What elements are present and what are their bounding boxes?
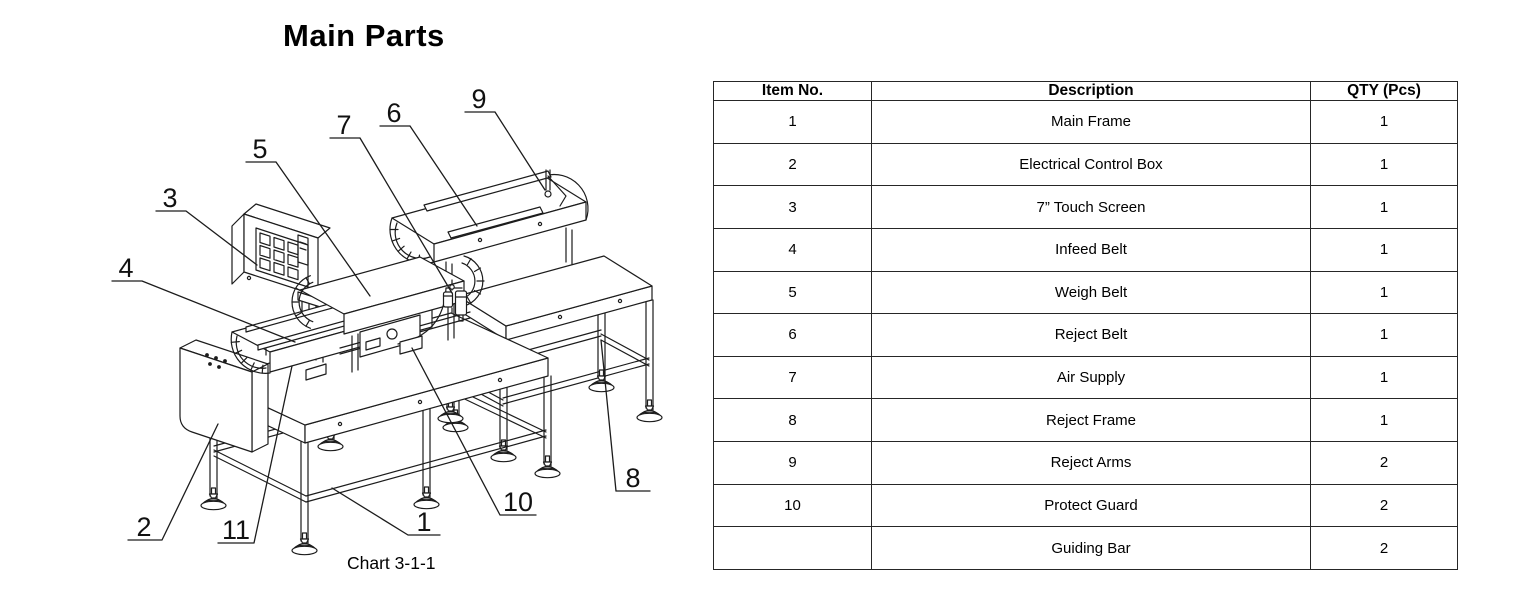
callout-5: 5 [252, 134, 267, 164]
table-cell: 7” Touch Screen [871, 185, 1311, 229]
machine-diagram: 3 4 5 7 6 9 2 11 1 10 8 Chart 3-1-1 [0, 0, 710, 600]
display-window [297, 234, 309, 266]
callout-4: 4 [118, 253, 133, 283]
diagram-caption: Chart 3-1-1 [347, 553, 436, 573]
callout-10: 10 [503, 487, 533, 517]
table-cell: 2 [1310, 526, 1458, 570]
table-cell: Reject Frame [871, 398, 1311, 442]
table-cell: 1 [1310, 355, 1458, 400]
table-cell: 6 [713, 313, 872, 357]
reject-belt [389, 169, 589, 299]
table-cell: 1 [1310, 185, 1458, 229]
table-cell: Guiding Bar [871, 526, 1311, 570]
callout-2: 2 [136, 512, 151, 542]
table-cell: 2 [1310, 441, 1458, 485]
table-cell: Electrical Control Box [871, 142, 1311, 187]
table-cell: 4 [713, 227, 872, 272]
table-cell [713, 526, 872, 570]
callout-11: 11 [222, 515, 250, 545]
weigh-belt [291, 255, 485, 381]
table-cell: 1 [1310, 142, 1458, 187]
column-header-qty: QTY (Pcs) [1310, 81, 1458, 101]
table-cell: 2 [1310, 483, 1458, 528]
table-cell: 1 [713, 100, 872, 144]
callout-1: 1 [416, 507, 431, 537]
table-cell: 1 [1310, 227, 1458, 272]
table-cell: 3 [713, 185, 872, 229]
table-header-row: Item No. Description QTY (Pcs) [713, 81, 1458, 101]
main-frame [200, 312, 561, 556]
reject-frame [442, 255, 663, 463]
callout-7: 7 [336, 110, 351, 140]
table-cell: 8 [713, 398, 872, 442]
table-cell: 5 [713, 270, 872, 315]
table-cell: 2 [713, 142, 872, 187]
callout-3: 3 [162, 183, 177, 213]
table-cell: Reject Arms [871, 441, 1311, 485]
table-cell: Protect Guard [871, 483, 1311, 528]
callout-numbers: 3 4 5 7 6 9 2 11 1 10 8 [118, 84, 640, 545]
table-cell: 7 [713, 355, 872, 400]
table-cell: Reject Belt [871, 313, 1311, 357]
machine-drawing: 3 4 5 7 6 9 2 11 1 10 8 [111, 84, 663, 556]
electrical-control-box [179, 339, 269, 453]
callout-6: 6 [386, 98, 401, 128]
reject-arms [423, 169, 567, 239]
callout-8: 8 [625, 463, 640, 493]
page-title: Main Parts [283, 18, 445, 53]
table-cell: 9 [713, 441, 872, 485]
table-cell: 10 [713, 483, 872, 528]
table-cell: Infeed Belt [871, 227, 1311, 272]
callout-9: 9 [471, 84, 486, 114]
callout-leaders [111, 111, 651, 544]
table-cell: Air Supply [871, 355, 1311, 400]
table-cell: 1 [1310, 398, 1458, 442]
table-cell: 1 [1310, 100, 1458, 144]
table-cell: Weigh Belt [871, 270, 1311, 315]
column-header-description: Description [871, 81, 1311, 101]
table-cell: Main Frame [871, 100, 1311, 144]
table-cell: 1 [1310, 270, 1458, 315]
column-header-item-no: Item No. [713, 81, 872, 101]
table-cell: 1 [1310, 313, 1458, 357]
